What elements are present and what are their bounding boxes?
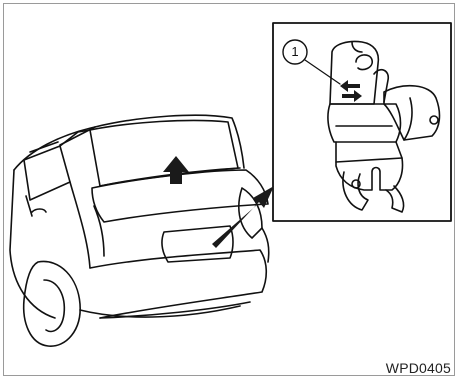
callout-number-label: 1 (283, 40, 307, 64)
callout-leader-line (305, 60, 340, 84)
trunk-latch-mechanism (328, 41, 440, 212)
right-arrow-icon (342, 90, 362, 102)
diagonal-pointer-arrow-icon (212, 186, 274, 248)
lift-up-arrow-icon (163, 156, 189, 184)
left-arrow-icon (340, 80, 360, 92)
figure-code: WPD0405 (386, 360, 451, 376)
